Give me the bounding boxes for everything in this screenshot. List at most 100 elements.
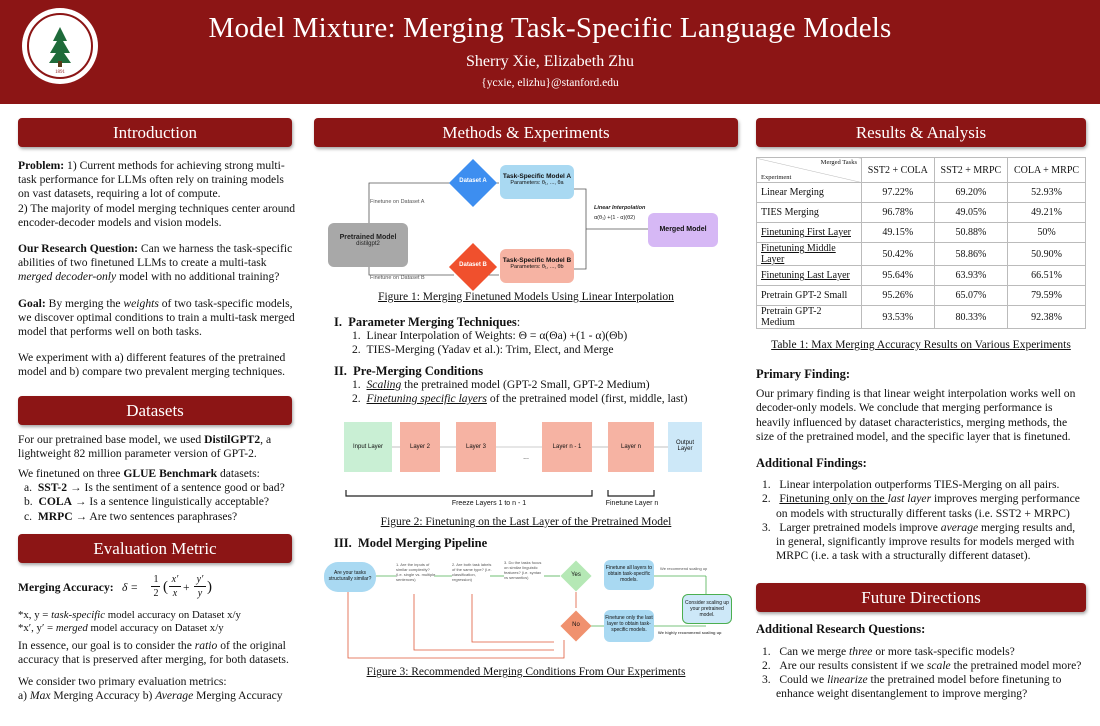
problem-label: Problem: (18, 159, 65, 172)
question-text: the pretrained model more? (950, 658, 1082, 672)
task-model-b-box: Task-Specific Model B Parameters: θ₁, ..… (500, 249, 574, 283)
stanford-seal-logo: 1891 (22, 8, 98, 84)
metric-marker: a) (18, 689, 30, 703)
future-directions-heading: Future Directions (756, 583, 1086, 613)
table-cell: 97.22% (861, 182, 935, 203)
condition-em: Finetuning specific layers (366, 392, 487, 406)
start-node: Are your tasks structurally similar? (324, 562, 376, 593)
table-cell: 50% (1007, 222, 1086, 243)
finding-em: last layer (887, 492, 932, 506)
dataset-name: MRPC (37, 509, 73, 523)
base-text-2: , a lightweight 82 million parameter ver… (18, 432, 272, 460)
finding-text: improves merging performance on models w… (776, 492, 1080, 520)
dataset-name: SST-2 (37, 481, 68, 495)
no-diamond: No (560, 610, 592, 642)
essence-text: In essence, our goal is to consider the (18, 638, 195, 652)
layer-3: Layer 3 (456, 422, 496, 473)
evaluation-heading: Evaluation Metric (18, 533, 292, 563)
left-column: Introduction Problem: 1) Current methods… (18, 118, 296, 704)
list-item: 2. TIES-Merging (Yadav et al.): Trim, El… (352, 343, 614, 357)
note-text: *x′, y′ = (18, 621, 56, 634)
question-1: 1. Are the inputs of similar complexity?… (396, 562, 436, 583)
dataset-a-diamond: Dataset A (448, 158, 498, 208)
note-em: task-specific (51, 608, 106, 621)
list-item: 2. Are our results consistent if we scal… (762, 658, 1082, 672)
recommend-label: We recommend scaling up (660, 566, 708, 572)
formula-denominator: 2 (153, 587, 159, 599)
list-item: c. MRPC → Are two sentences paraphrases? (24, 510, 296, 524)
condition-text: of the pretrained model (first, middle, … (486, 392, 688, 406)
research-question-text: Can we harness the task-specific abiliti… (18, 242, 293, 270)
problem-text-2: 2) The majority of model merging techniq… (18, 201, 296, 229)
introduction-heading: Introduction (18, 118, 292, 147)
row-label: Finetuning Last Layer (756, 265, 862, 286)
model-a-label: Task-Specific Model A (502, 173, 572, 180)
open-paren: ( (163, 578, 168, 595)
fraction-bar (151, 585, 160, 587)
note-task-specific: *x, y = task-specific model accuracy on … (18, 609, 296, 622)
table-cell: 95.26% (861, 285, 935, 306)
pretrained-sub: distilgpt2 (356, 241, 380, 247)
primary-metrics-list: a) Max Merging Accuracy b) Average Mergi… (18, 689, 296, 703)
column-header: COLA + MRPC (1007, 157, 1086, 183)
table-1-caption: Table 1: Max Merging Accuracy Results on… (771, 339, 1071, 351)
finetune-b-label: Finetune on Dataset B (370, 275, 425, 281)
figure-3-caption: Figure 3: Recommended Merging Conditions… (366, 666, 686, 679)
poster-title: Model Mixture: Merging Task-Specific Lan… (208, 12, 892, 44)
question-em: three (849, 644, 873, 658)
formula-y-prime: y′ (196, 573, 204, 585)
problem-paragraph: Problem: 1) Current methods for achievin… (18, 159, 296, 230)
condition-text: the pretrained model (GPT-2 Small, GPT-2… (401, 377, 650, 391)
results-heading: Results & Analysis (756, 118, 1086, 147)
section-numeral: I. (334, 315, 342, 329)
glue-benchmark: GLUE Benchmark (123, 467, 218, 481)
merging-accuracy-formula: Merging Accuracy: δ = 1 2 ( x′ x + y′ y … (18, 573, 296, 603)
table-cell: 93.53% (861, 305, 935, 329)
yes-label: Yes (571, 572, 581, 579)
research-question-label: Our Research Question: (18, 242, 139, 256)
table-cell: 80.33% (933, 305, 1009, 329)
dataset-b-label: Dataset B (459, 262, 487, 268)
question-3: 3. Do the tasks focus on similar linguis… (504, 560, 542, 581)
goal-label: Goal: (18, 296, 46, 310)
question-text: Can we merge (779, 644, 850, 658)
row-label: Pretrain GPT-2 Medium (756, 305, 862, 329)
metric-average: Average (155, 689, 194, 703)
primary-finding-text: Our primary finding is that linear weigh… (756, 387, 1076, 443)
fraction-bar (169, 585, 181, 587)
formula-x: x (172, 587, 178, 599)
row-label: Finetuning First Layer (756, 222, 862, 243)
author-email: {ycxie, elizhu}@stanford.edu (481, 77, 619, 89)
experiment-paragraph: We experiment with a) different features… (18, 351, 286, 379)
finetune-paragraph: We finetuned on three GLUE Benchmark dat… (18, 467, 296, 481)
row-label: Pretrain GPT-2 Small (756, 285, 862, 306)
research-question-em: merged decoder-only (18, 270, 117, 284)
metric-label: Merging Accuracy: (18, 580, 114, 594)
list-item: 3. Could we linearize the pretrained mod… (762, 673, 1062, 701)
figure-2-caption: Figure 2: Finetuning on the Last Layer o… (380, 516, 672, 529)
dataset-b-diamond: Dataset B (448, 242, 498, 292)
base-text: For our pretrained base model, we used (18, 432, 205, 446)
note-em: merged (55, 621, 88, 634)
methods-heading: Methods & Experiments (314, 118, 738, 147)
author-names: Sherry Xie, Elizabeth Zhu (466, 53, 634, 70)
corner-bottom-label: Experiment (761, 174, 792, 181)
section-3: III. Model Merging Pipeline (314, 536, 738, 550)
pretrained-model-box: Pretrained Model distilgpt2 (328, 223, 408, 267)
middle-column: Methods & Experiments Finetune on Datase… (314, 118, 738, 678)
question-text: the pretrained model before finetuning t… (776, 673, 1062, 701)
model-b-params: Parameters: θ₁, ..., θb (510, 264, 564, 270)
finding-text: Finetuning only on the (779, 492, 888, 506)
section-title: Parameter Merging Techniques (348, 315, 517, 329)
list-item: 2. Finetuning only on the last layer imp… (762, 492, 1080, 520)
task-model-a-box: Task-Specific Model A Parameters: θ₁, ..… (500, 165, 574, 199)
formula-numerator: 1 (153, 573, 159, 585)
table-cell: 66.51% (1007, 265, 1086, 286)
research-question-text-2: model with no additional training? (116, 270, 280, 284)
finetune-text-2: datasets: (217, 467, 260, 481)
finetune-a-label: Finetune on Dataset A (370, 199, 425, 205)
list-item: 1. Linear Interpolation of Weights: Θ = … (352, 329, 628, 343)
